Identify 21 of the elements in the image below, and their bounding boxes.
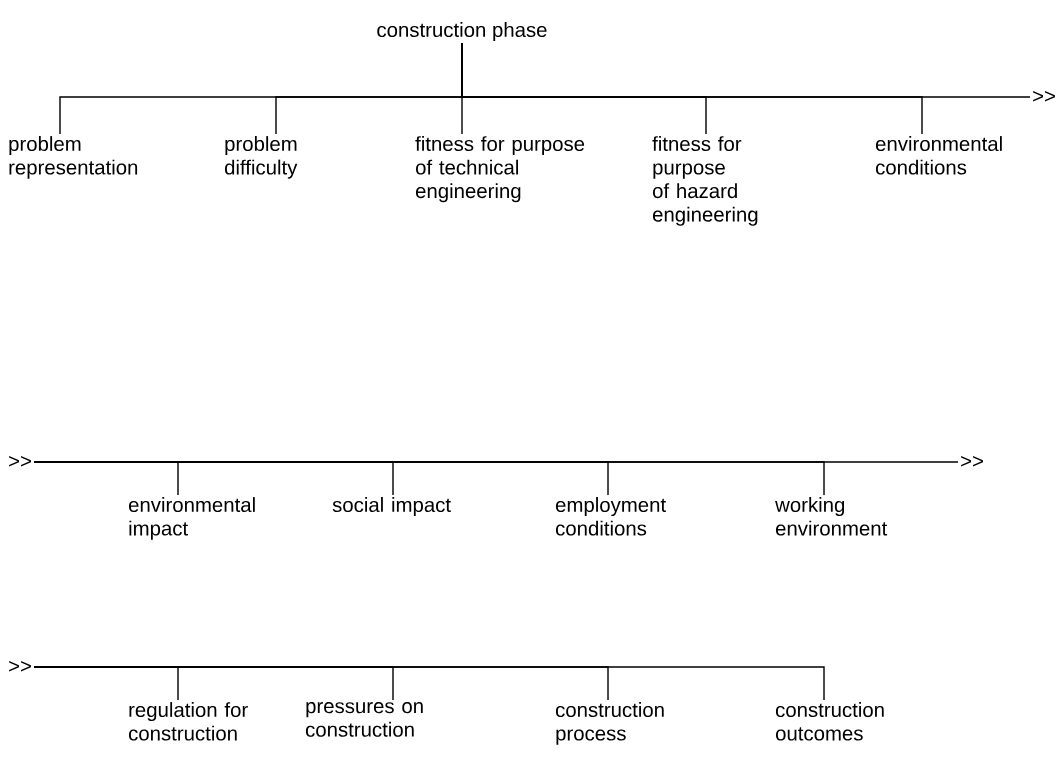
branch-label: construction outcomes [775, 702, 884, 741]
branch-heading: construction phase [377, 22, 547, 42]
tree-connector [33, 666, 825, 701]
tree-connector [33, 461, 959, 463]
branch-label: environmental impact [128, 497, 255, 540]
tree-connector [461, 42, 1031, 98]
branch-label: fitness for purpose of hazard engineering [652, 136, 758, 226]
branch-label: employment conditions [555, 497, 666, 536]
branch-label: pressures on construction [305, 702, 423, 737]
continuation-mark: >> [1033, 91, 1055, 102]
branch-label: regulation for construction [128, 702, 248, 741]
continuation-mark: >> [961, 456, 983, 467]
continuation-mark: >> [9, 456, 31, 467]
branch-label: problem difficulty [224, 136, 298, 179]
branch-label: problem representation [9, 136, 138, 179]
branch-label: social impact [332, 497, 451, 517]
continuation-mark: >> [9, 661, 31, 672]
branch-label: construction process [555, 702, 664, 745]
branch-label: environmental conditions [875, 136, 1002, 175]
branch-label: fitness for purpose of technical engineering [415, 136, 585, 203]
branch-label: working environment [775, 497, 888, 536]
